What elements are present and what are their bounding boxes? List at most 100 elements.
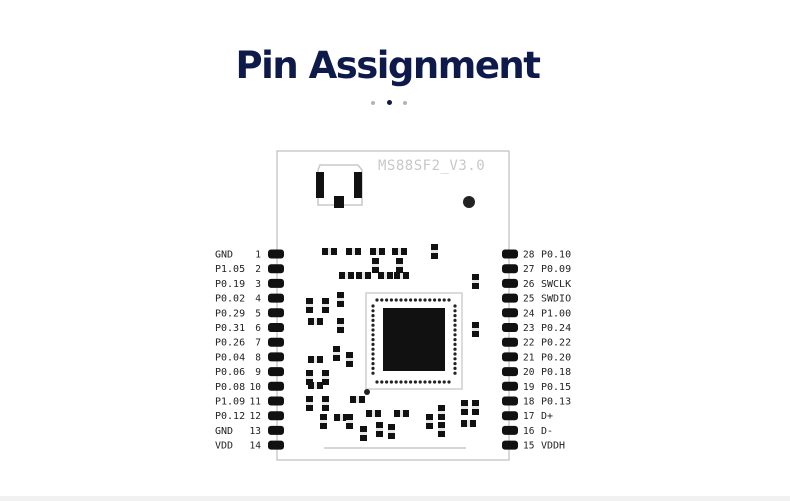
chip-ball: [453, 309, 457, 313]
pin-name: P1.00: [541, 308, 571, 319]
chip-ball: [423, 380, 427, 384]
chip-ball: [404, 380, 408, 384]
smd-part: [337, 292, 344, 307]
pin-number: 17: [523, 411, 534, 422]
smd-part: [394, 272, 409, 279]
pin-number: 6: [255, 323, 261, 334]
pin-number: 14: [250, 441, 262, 452]
pin-number: 3: [255, 279, 261, 290]
pin-name: P0.10: [541, 250, 571, 261]
chip-ball: [428, 298, 432, 302]
chip-ball: [394, 380, 398, 384]
carousel-dot[interactable]: [371, 101, 375, 105]
carousel-indicator: [369, 99, 413, 107]
pin-pad: [268, 367, 284, 377]
chip-ball: [437, 298, 441, 302]
pin-number: 15: [523, 441, 534, 452]
pin-8: 8P0.04: [215, 352, 284, 363]
chip-ball: [399, 380, 403, 384]
chip-ball: [371, 352, 375, 356]
pin-pad: [268, 308, 284, 318]
pin-6: 6P0.31: [215, 323, 284, 334]
chip-ball: [453, 371, 457, 375]
pin-name: P0.09: [541, 264, 571, 275]
carousel-dot[interactable]: [403, 101, 407, 105]
chip-ball: [371, 314, 375, 318]
pin-name: P0.19: [215, 279, 245, 290]
pin-name: P1.05: [215, 264, 245, 275]
pin-9: 9 P0.06: [215, 367, 284, 378]
carousel-dot-active[interactable]: [387, 100, 392, 105]
chip-ball: [442, 380, 446, 384]
pin-name: GND: [215, 250, 233, 261]
pin-number: 13: [250, 426, 261, 437]
chip-ball: [437, 380, 441, 384]
chip-ball: [371, 318, 375, 322]
chip-ball: [389, 380, 393, 384]
chip-ball: [413, 298, 417, 302]
chip-ball: [453, 347, 457, 351]
smd-part: [308, 356, 323, 363]
chip-ball: [371, 371, 375, 375]
chip-ball: [371, 323, 375, 327]
smd-part: [370, 248, 385, 255]
fiducial-mark: [463, 196, 475, 208]
pin-16: 16 D-: [502, 425, 553, 437]
chip-ball: [433, 298, 437, 302]
pin-pad: [502, 278, 518, 288]
chip-ball: [385, 380, 389, 384]
pin-name: P0.18: [541, 367, 571, 378]
smd-part: [472, 322, 479, 337]
chip-ball: [453, 366, 457, 370]
pin-number: 16: [523, 426, 535, 437]
pin-pad: [502, 293, 518, 303]
pin-pad: [268, 249, 284, 259]
smd-part: [339, 272, 354, 279]
pin-pad: [502, 396, 518, 406]
pin-pad: [268, 352, 284, 362]
smd-part: [306, 298, 313, 313]
pin-3: 3 P0.19: [215, 278, 284, 290]
pin-number: 1: [255, 250, 261, 261]
smd-part: [376, 422, 383, 437]
chip-ball: [385, 298, 389, 302]
smd-part: [346, 414, 353, 429]
pin-number: 9: [255, 367, 261, 378]
pin-number: 4: [255, 294, 261, 305]
pin-pad: [502, 425, 518, 435]
smd-part: [322, 298, 329, 313]
chip-ball: [453, 338, 457, 342]
left-pin-column: 1GND2P1.053P0.194P0.025P0.296P0.317P0.26…: [215, 249, 284, 452]
pin-name: P0.24: [541, 323, 571, 334]
smd-part: [372, 258, 379, 273]
pin-1: 1 GND: [215, 249, 284, 261]
smd-part: [320, 414, 327, 429]
pin-number: 5: [255, 308, 261, 319]
pin-pad: [268, 425, 284, 435]
pin-name: D-: [541, 426, 553, 437]
chip-ball: [418, 380, 422, 384]
chip-ball: [453, 357, 457, 361]
chip-ball: [371, 347, 375, 351]
pin-number: 2: [255, 264, 261, 275]
chip-ball: [371, 342, 375, 346]
chip-ball: [453, 318, 457, 322]
smd-part: [472, 274, 479, 289]
pin-number: 10: [250, 382, 262, 393]
pin-number: 25: [523, 294, 534, 305]
chip-ball: [404, 298, 408, 302]
smd-part: [426, 414, 433, 429]
chip-ball: [442, 298, 446, 302]
chip-ball: [394, 298, 398, 302]
chip-ball: [453, 352, 457, 356]
smd-part: [438, 405, 445, 420]
pin-pad: [268, 323, 284, 332]
chip-ball: [371, 309, 375, 313]
pin-name: P0.06: [215, 367, 245, 378]
